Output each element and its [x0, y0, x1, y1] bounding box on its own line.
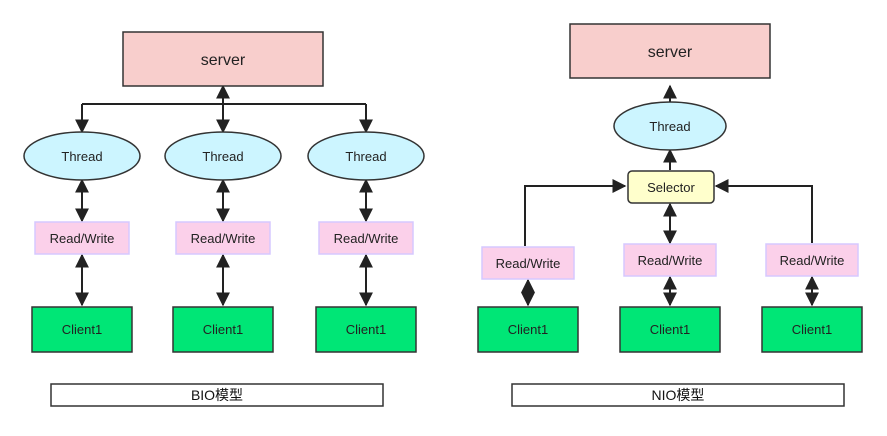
bio-rw-label: Read/Write	[50, 231, 115, 246]
nio-client-3: Client1	[761, 306, 863, 353]
bio-client-label: Client1	[203, 322, 243, 337]
nio-diagram: server Thread Selector Read/Write Read/W…	[477, 23, 863, 407]
nio-client-label: Client1	[508, 322, 548, 337]
nio-rw-3: Read/Write	[765, 243, 859, 277]
nio-caption-box: NIO模型	[511, 383, 845, 407]
nio-server-box: server	[569, 23, 771, 79]
nio-selector-label: Selector	[647, 180, 695, 195]
nio-connectors	[521, 84, 819, 307]
nio-client-1: Client1	[477, 306, 579, 353]
nio-rw-2: Read/Write	[623, 243, 717, 277]
bio-client-3: Client1	[315, 306, 417, 353]
bio-thread-2: Thread	[164, 131, 282, 181]
nio-client-2: Client1	[619, 306, 721, 353]
bio-connectors	[75, 84, 373, 307]
bio-thread-1: Thread	[23, 131, 141, 181]
bio-caption: BIO模型	[191, 387, 243, 403]
nio-rw-label: Read/Write	[638, 253, 703, 268]
bio-diagram: server Thread Thread Thread Read/Write R…	[23, 31, 425, 407]
nio-client-label: Client1	[792, 322, 832, 337]
bio-rw-2: Read/Write	[175, 221, 271, 255]
nio-caption: NIO模型	[652, 387, 705, 403]
nio-server-label: server	[648, 44, 693, 61]
nio-selector-box: Selector	[627, 170, 715, 204]
bio-rw-label: Read/Write	[191, 231, 256, 246]
bio-client-1: Client1	[31, 306, 133, 353]
bio-client-label: Client1	[346, 322, 386, 337]
bio-thread-label: Thread	[202, 149, 243, 164]
bio-rw-label: Read/Write	[334, 231, 399, 246]
bio-thread-label: Thread	[345, 149, 386, 164]
bio-thread-label: Thread	[61, 149, 102, 164]
bio-caption-box: BIO模型	[50, 383, 384, 407]
bio-client-label: Client1	[62, 322, 102, 337]
bio-client-2: Client1	[172, 306, 274, 353]
nio-rw-label: Read/Write	[496, 256, 561, 271]
nio-rw-label: Read/Write	[780, 253, 845, 268]
bio-server-box: server	[122, 31, 324, 87]
nio-thread: Thread	[613, 101, 727, 151]
nio-rw-1: Read/Write	[481, 246, 575, 280]
bio-rw-1: Read/Write	[34, 221, 130, 255]
nio-thread-label: Thread	[649, 119, 690, 134]
bio-server-label: server	[201, 52, 246, 69]
bio-rw-3: Read/Write	[318, 221, 414, 255]
nio-client-label: Client1	[650, 322, 690, 337]
bio-thread-3: Thread	[307, 131, 425, 181]
